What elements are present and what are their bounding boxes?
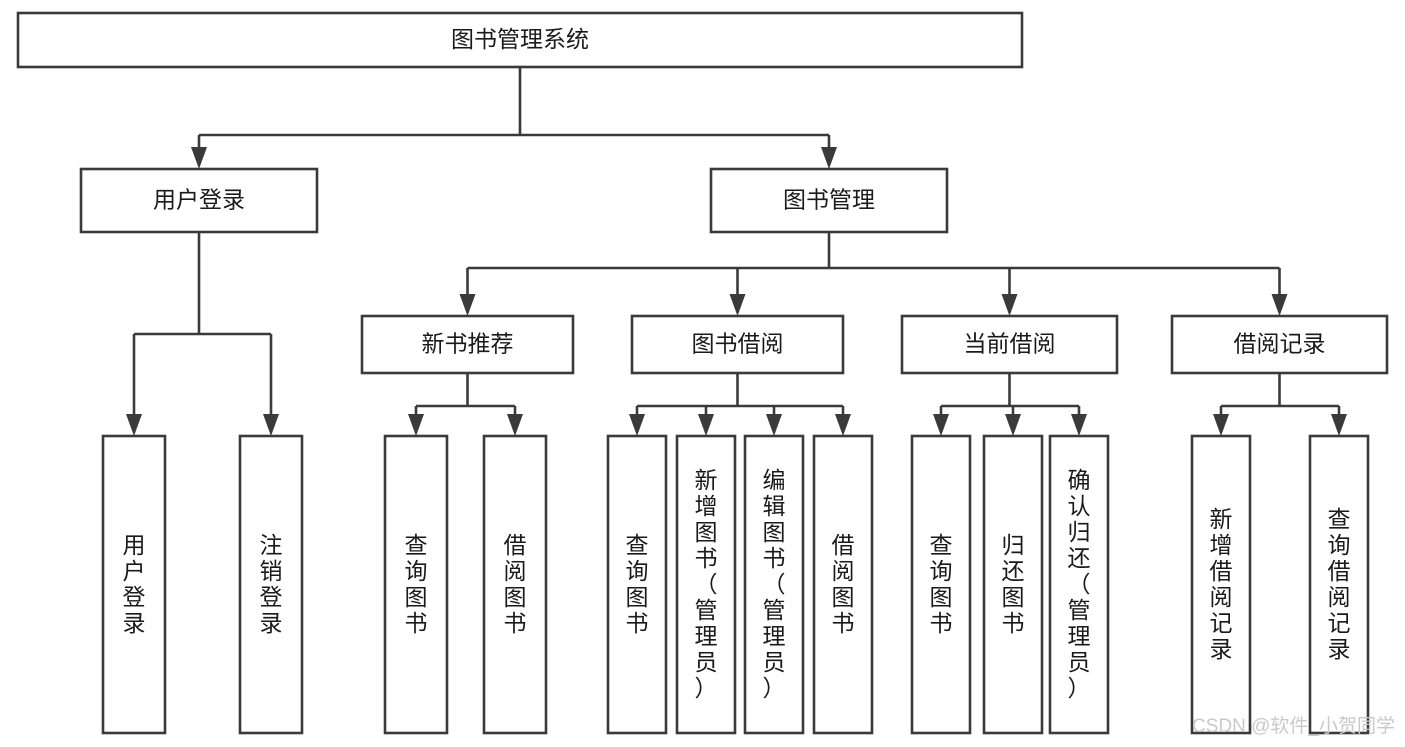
node-box[interactable] xyxy=(606,434,668,735)
node-box[interactable] xyxy=(383,434,449,735)
node-label-vertical: 新增图书（管理员） xyxy=(695,467,718,701)
leaf-node-3[interactable]: 借阅图书 xyxy=(482,434,548,735)
node-box[interactable] xyxy=(1190,434,1252,735)
node-label-vertical: 查询图书 xyxy=(626,532,649,636)
arrow-head-icon xyxy=(698,414,714,436)
root-node-book-management-system[interactable]: 图书管理系统 xyxy=(16,11,1024,69)
leaf-node-11[interactable]: 新增借阅记录 xyxy=(1190,434,1252,735)
leaf-node-1[interactable]: 注销登录 xyxy=(238,434,304,735)
leaf-node-2[interactable]: 查询图书 xyxy=(383,434,449,735)
leaf-node-0[interactable]: 用户登录 xyxy=(101,434,167,735)
leaf-node-8[interactable]: 查询图书 xyxy=(910,434,972,735)
leaf-node-7[interactable]: 借阅图书 xyxy=(812,434,874,735)
node-box[interactable] xyxy=(1308,434,1370,735)
node-label-vertical: 注销登录 xyxy=(260,532,283,636)
arrow-head-icon xyxy=(1071,414,1087,436)
level3-node-3[interactable]: 借阅记录 xyxy=(1170,314,1389,375)
leaf-node-4[interactable]: 查询图书 xyxy=(606,434,668,735)
arrow-head-icon xyxy=(263,414,279,436)
node-box[interactable] xyxy=(1048,434,1110,735)
node-box[interactable] xyxy=(743,434,805,735)
node-box[interactable] xyxy=(812,434,874,735)
node-box[interactable] xyxy=(709,167,949,234)
arrow-head-icon xyxy=(933,414,949,436)
level3-node-0[interactable]: 新书推荐 xyxy=(360,314,575,375)
node-label: 用户登录 xyxy=(153,187,245,213)
arrow-head-icon xyxy=(1271,294,1288,316)
node-label-vertical: 编辑图书（管理员） xyxy=(763,467,786,701)
node-layer: 图书管理系统用户登录图书管理新书推荐图书借阅当前借阅借阅记录用户登录注销登录查询… xyxy=(16,11,1389,735)
node-box[interactable] xyxy=(900,314,1119,375)
node-box[interactable] xyxy=(101,434,167,735)
node-label: 图书管理系统 xyxy=(451,26,589,52)
node-box[interactable] xyxy=(982,434,1044,735)
node-box[interactable] xyxy=(360,314,575,375)
arrow-head-icon xyxy=(821,147,837,169)
node-box[interactable] xyxy=(910,434,972,735)
level3-node-2[interactable]: 当前借阅 xyxy=(900,314,1119,375)
node-box[interactable] xyxy=(630,314,845,375)
node-box[interactable] xyxy=(1170,314,1389,375)
leaf-node-12[interactable]: 查询借阅记录 xyxy=(1308,434,1370,735)
leaf-node-5[interactable]: 新增图书（管理员） xyxy=(675,434,737,735)
arrow-head-icon xyxy=(126,414,142,436)
level2-node-0[interactable]: 用户登录 xyxy=(79,167,319,234)
leaf-node-10[interactable]: 确认归还（管理员） xyxy=(1048,434,1110,735)
node-box[interactable] xyxy=(675,434,737,735)
node-label-vertical: 查询图书 xyxy=(405,532,428,636)
node-box[interactable] xyxy=(16,11,1024,69)
node-label-vertical: 借阅图书 xyxy=(504,532,527,636)
connector-layer xyxy=(126,67,1347,436)
arrow-head-icon xyxy=(835,414,851,436)
node-label: 图书借阅 xyxy=(692,331,784,357)
node-box[interactable] xyxy=(79,167,319,234)
arrow-head-icon xyxy=(1331,414,1347,436)
node-label-vertical: 借阅图书 xyxy=(832,532,855,636)
arrow-head-icon xyxy=(766,414,782,436)
csdn-watermark: CSDN @软件_小贺同学 xyxy=(1192,715,1395,737)
arrow-head-icon xyxy=(191,147,207,169)
leaf-node-9[interactable]: 归还图书 xyxy=(982,434,1044,735)
arrow-head-icon xyxy=(459,294,476,316)
node-label-vertical: 确认归还（管理员） xyxy=(1068,467,1091,701)
node-label-vertical: 归还图书 xyxy=(1002,532,1025,636)
node-label-vertical: 查询借阅记录 xyxy=(1328,506,1351,662)
node-label: 图书管理 xyxy=(783,187,875,213)
arrow-head-icon xyxy=(1213,414,1229,436)
arrow-head-icon xyxy=(729,294,746,316)
leaf-node-6[interactable]: 编辑图书（管理员） xyxy=(743,434,805,735)
node-box[interactable] xyxy=(238,434,304,735)
node-label: 新书推荐 xyxy=(422,331,514,357)
node-label-vertical: 新增借阅记录 xyxy=(1210,506,1233,662)
arrow-head-icon xyxy=(1001,294,1018,316)
level2-node-1[interactable]: 图书管理 xyxy=(709,167,949,234)
arrow-head-icon xyxy=(507,414,523,436)
arrow-head-icon xyxy=(629,414,645,436)
node-label-vertical: 查询图书 xyxy=(930,532,953,636)
arrow-head-icon xyxy=(408,414,424,436)
node-box[interactable] xyxy=(482,434,548,735)
node-label: 借阅记录 xyxy=(1234,331,1326,357)
node-label: 当前借阅 xyxy=(964,331,1056,357)
node-label-vertical: 用户登录 xyxy=(123,532,146,636)
arrow-head-icon xyxy=(1005,414,1021,436)
level3-node-1[interactable]: 图书借阅 xyxy=(630,314,845,375)
